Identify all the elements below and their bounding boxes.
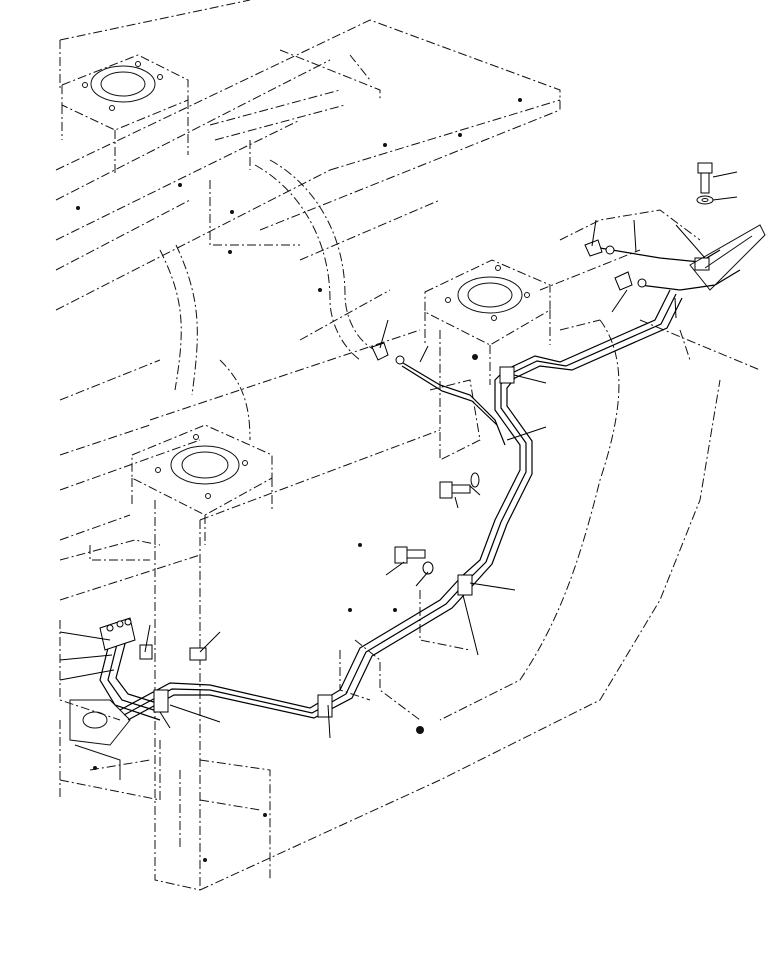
callout-leader-7 [674,297,677,319]
callout-leaders [59,171,738,739]
bolts-and-washers [139,162,714,661]
callout-leader-8 [379,319,389,349]
callout-leader-2 [712,196,738,201]
callout-leader-13 [454,496,459,509]
callout-leader-1 [712,171,738,178]
callout-leader-19 [199,631,221,653]
left-pillow-block [131,424,273,545]
callout-leader-16 [469,582,516,591]
left-manifold-block [69,617,136,780]
callout-leader-17 [462,594,479,656]
callout-leader-4 [633,219,637,253]
callout-leader-6 [611,289,628,313]
upper-pillow-block [61,54,189,175]
callout-leader-15 [415,571,429,587]
callout-leader-9 [419,345,429,363]
tube-clamps [153,257,710,718]
callout-leader-11 [506,426,547,441]
callout-leader-18 [327,704,331,739]
callout-leader-12 [469,485,481,496]
callout-leader-20 [144,624,151,653]
callout-leader-22 [159,704,221,729]
frame-structure [55,0,761,891]
elbow-fittings [371,239,647,365]
right-bracket-plate [689,224,766,291]
detail-dots [76,98,522,862]
callout-leader-5 [591,219,597,247]
callout-leader-14 [385,561,405,576]
callout-leader-3 [675,224,706,259]
callout-leader-10 [513,374,547,384]
callout-leader-21 [59,631,115,681]
hydraulic-tube-assembly [99,247,741,721]
middle-pillow-block [424,259,551,385]
